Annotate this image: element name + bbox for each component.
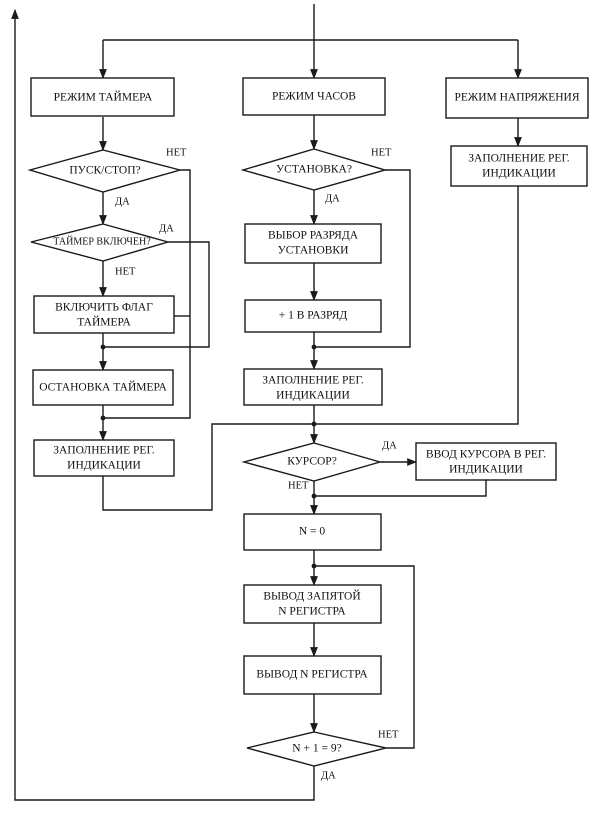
- reg-out-block: [243, 655, 382, 695]
- cursor-input-block: [415, 442, 557, 481]
- cursor-input-return-line: [314, 480, 487, 497]
- fill-reg-mid-line-2: ИНДИКАЦИИ: [276, 390, 350, 402]
- fill-reg-mid-block: [243, 368, 383, 406]
- fill-reg-left-line-1: ЗАПОЛНЕНИЕ РЕГ.: [53, 445, 155, 457]
- timer-on-decision: [30, 223, 171, 262]
- plus-one-label: + 1 В РАЗРЯД: [279, 310, 348, 322]
- junction-dot: [100, 344, 106, 350]
- n-check-yes-label: ДА: [321, 770, 336, 781]
- timer-column-exit-line: [102, 423, 314, 511]
- voltage-mode-label: РЕЖИМ НАПРЯЖЕНИЯ: [455, 92, 580, 104]
- start-stop-label: ПУСК/СТОП?: [69, 165, 140, 177]
- setting-no-label: НЕТ: [371, 147, 392, 158]
- n-zero-block: [243, 513, 382, 551]
- clock-mode-block: [242, 77, 386, 116]
- n-check-label: N + 1 = 9?: [292, 743, 341, 755]
- timer-on-yes-line: [103, 241, 210, 348]
- setting-yes-label: ДА: [325, 193, 340, 204]
- fill-reg-right-line-2: ИНДИКАЦИИ: [482, 168, 556, 180]
- select-digit-block: [244, 223, 382, 264]
- junctions: [100, 344, 317, 569]
- n-check-no-loop-line: [314, 565, 415, 749]
- timer-on-no-label: НЕТ: [115, 266, 136, 277]
- junction-dot: [311, 493, 317, 499]
- n-check-decision: [246, 731, 387, 767]
- branch-labels: НЕТ ДА ДА НЕТ НЕТ ДА ДА НЕТ НЕТ ДА: [115, 147, 399, 781]
- setting-decision: [240, 148, 388, 191]
- set-flag-line-1: ВКЛЮЧИТЬ ФЛАГ: [55, 302, 153, 314]
- timer-mode-block: [30, 77, 175, 117]
- n-zero-label: N = 0: [299, 526, 326, 538]
- start-stop-decision: [27, 149, 183, 193]
- clock-mode-label: РЕЖИМ ЧАСОВ: [272, 91, 356, 103]
- setting-no-line: [314, 169, 411, 348]
- timer-on-label: ТАЙМЕР ВКЛЮЧЕН?: [53, 235, 151, 247]
- select-digit-line-2: УСТАНОВКИ: [278, 245, 349, 257]
- select-digit-line-1: ВЫБОР РАЗРЯДА: [268, 230, 359, 242]
- start-stop-no-label: НЕТ: [166, 147, 187, 158]
- comma-out-line-1: ВЫВОД ЗАПЯТОЙ: [263, 589, 360, 603]
- plus-one-block: [244, 299, 382, 333]
- cursor-input-line-1: ВВОД КУРСОРА В РЕГ.: [426, 449, 546, 461]
- fill-reg-right-line-1: ЗАПОЛНЕНИЕ РЕГ.: [468, 153, 570, 165]
- junction-dot: [311, 563, 317, 569]
- stop-timer-block: [32, 369, 174, 406]
- comma-out-line-2: N РЕГИСТРА: [278, 606, 346, 618]
- junction-dot: [100, 415, 106, 421]
- start-stop-no-line: [180, 169, 191, 390]
- start-stop-no-return: [103, 390, 191, 419]
- voltage-mode-block: [445, 77, 589, 119]
- voltage-column-exit-line: [314, 186, 519, 425]
- start-stop-yes-label: ДА: [115, 196, 130, 207]
- blocks: РЕЖИМ ТАЙМЕРА РЕЖИМ ЧАСОВ РЕЖИМ НАПРЯЖЕН…: [27, 77, 589, 767]
- comma-out-block: [243, 584, 382, 624]
- stop-timer-label: ОСТАНОВКА ТАЙМЕРА: [39, 380, 167, 394]
- timer-on-yes-label: ДА: [159, 223, 174, 234]
- cursor-yes-label: ДА: [382, 440, 397, 451]
- set-flag-line-2: ТАЙМЕРА: [77, 315, 131, 329]
- main-return-line: [11, 9, 315, 801]
- set-flag-block: [33, 295, 175, 334]
- fill-reg-left-block: [33, 439, 175, 477]
- fill-reg-mid-line-1: ЗАПОЛНЕНИЕ РЕГ.: [262, 375, 364, 387]
- timer-mode-label: РЕЖИМ ТАЙМЕРА: [54, 90, 153, 104]
- n-check-no-label: НЕТ: [378, 729, 399, 740]
- cursor-no-label: НЕТ: [288, 480, 309, 491]
- cursor-input-line-2: ИНДИКАЦИИ: [449, 464, 523, 476]
- cursor-decision: [241, 442, 383, 482]
- junction-dot: [311, 344, 317, 350]
- junction-dot: [311, 421, 317, 427]
- reg-out-label: ВЫВОД N РЕГИСТРА: [256, 669, 368, 681]
- setting-label: УСТАНОВКА?: [276, 164, 352, 176]
- connectors: [11, 4, 522, 801]
- fill-reg-left-line-2: ИНДИКАЦИИ: [67, 460, 141, 472]
- fill-reg-right-block: [450, 145, 588, 187]
- cursor-label: КУРСОР?: [287, 456, 337, 468]
